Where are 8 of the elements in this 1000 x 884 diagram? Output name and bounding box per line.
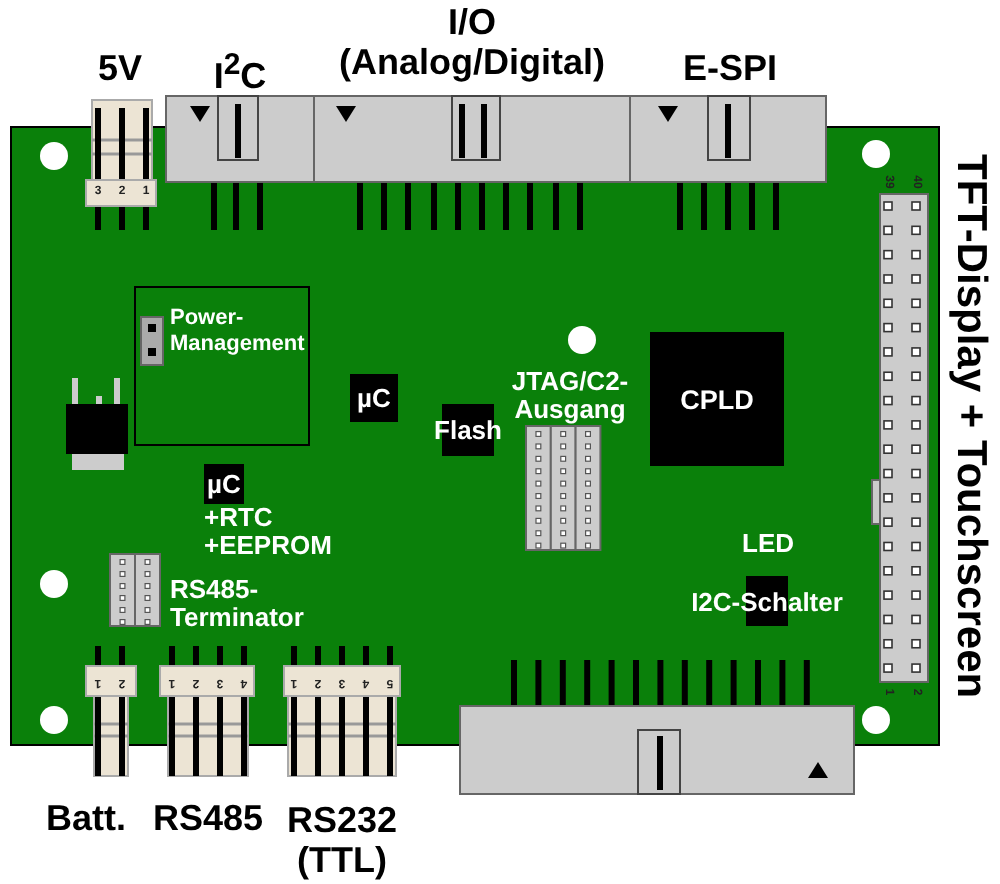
connector-label: TFT-Display + Touchscreen [950, 154, 992, 699]
connector-label: I$^{2}$C [213, 50, 267, 94]
connector-label: 5V [97, 50, 143, 86]
connector-label: Batt. [46, 800, 126, 836]
connector-label: RS485 [152, 800, 264, 836]
connector-label: E-SPI [683, 50, 777, 86]
connector-label: RS232 (TTL) [284, 800, 400, 880]
connector-label: I/O (Analog/Digital) [337, 2, 607, 82]
